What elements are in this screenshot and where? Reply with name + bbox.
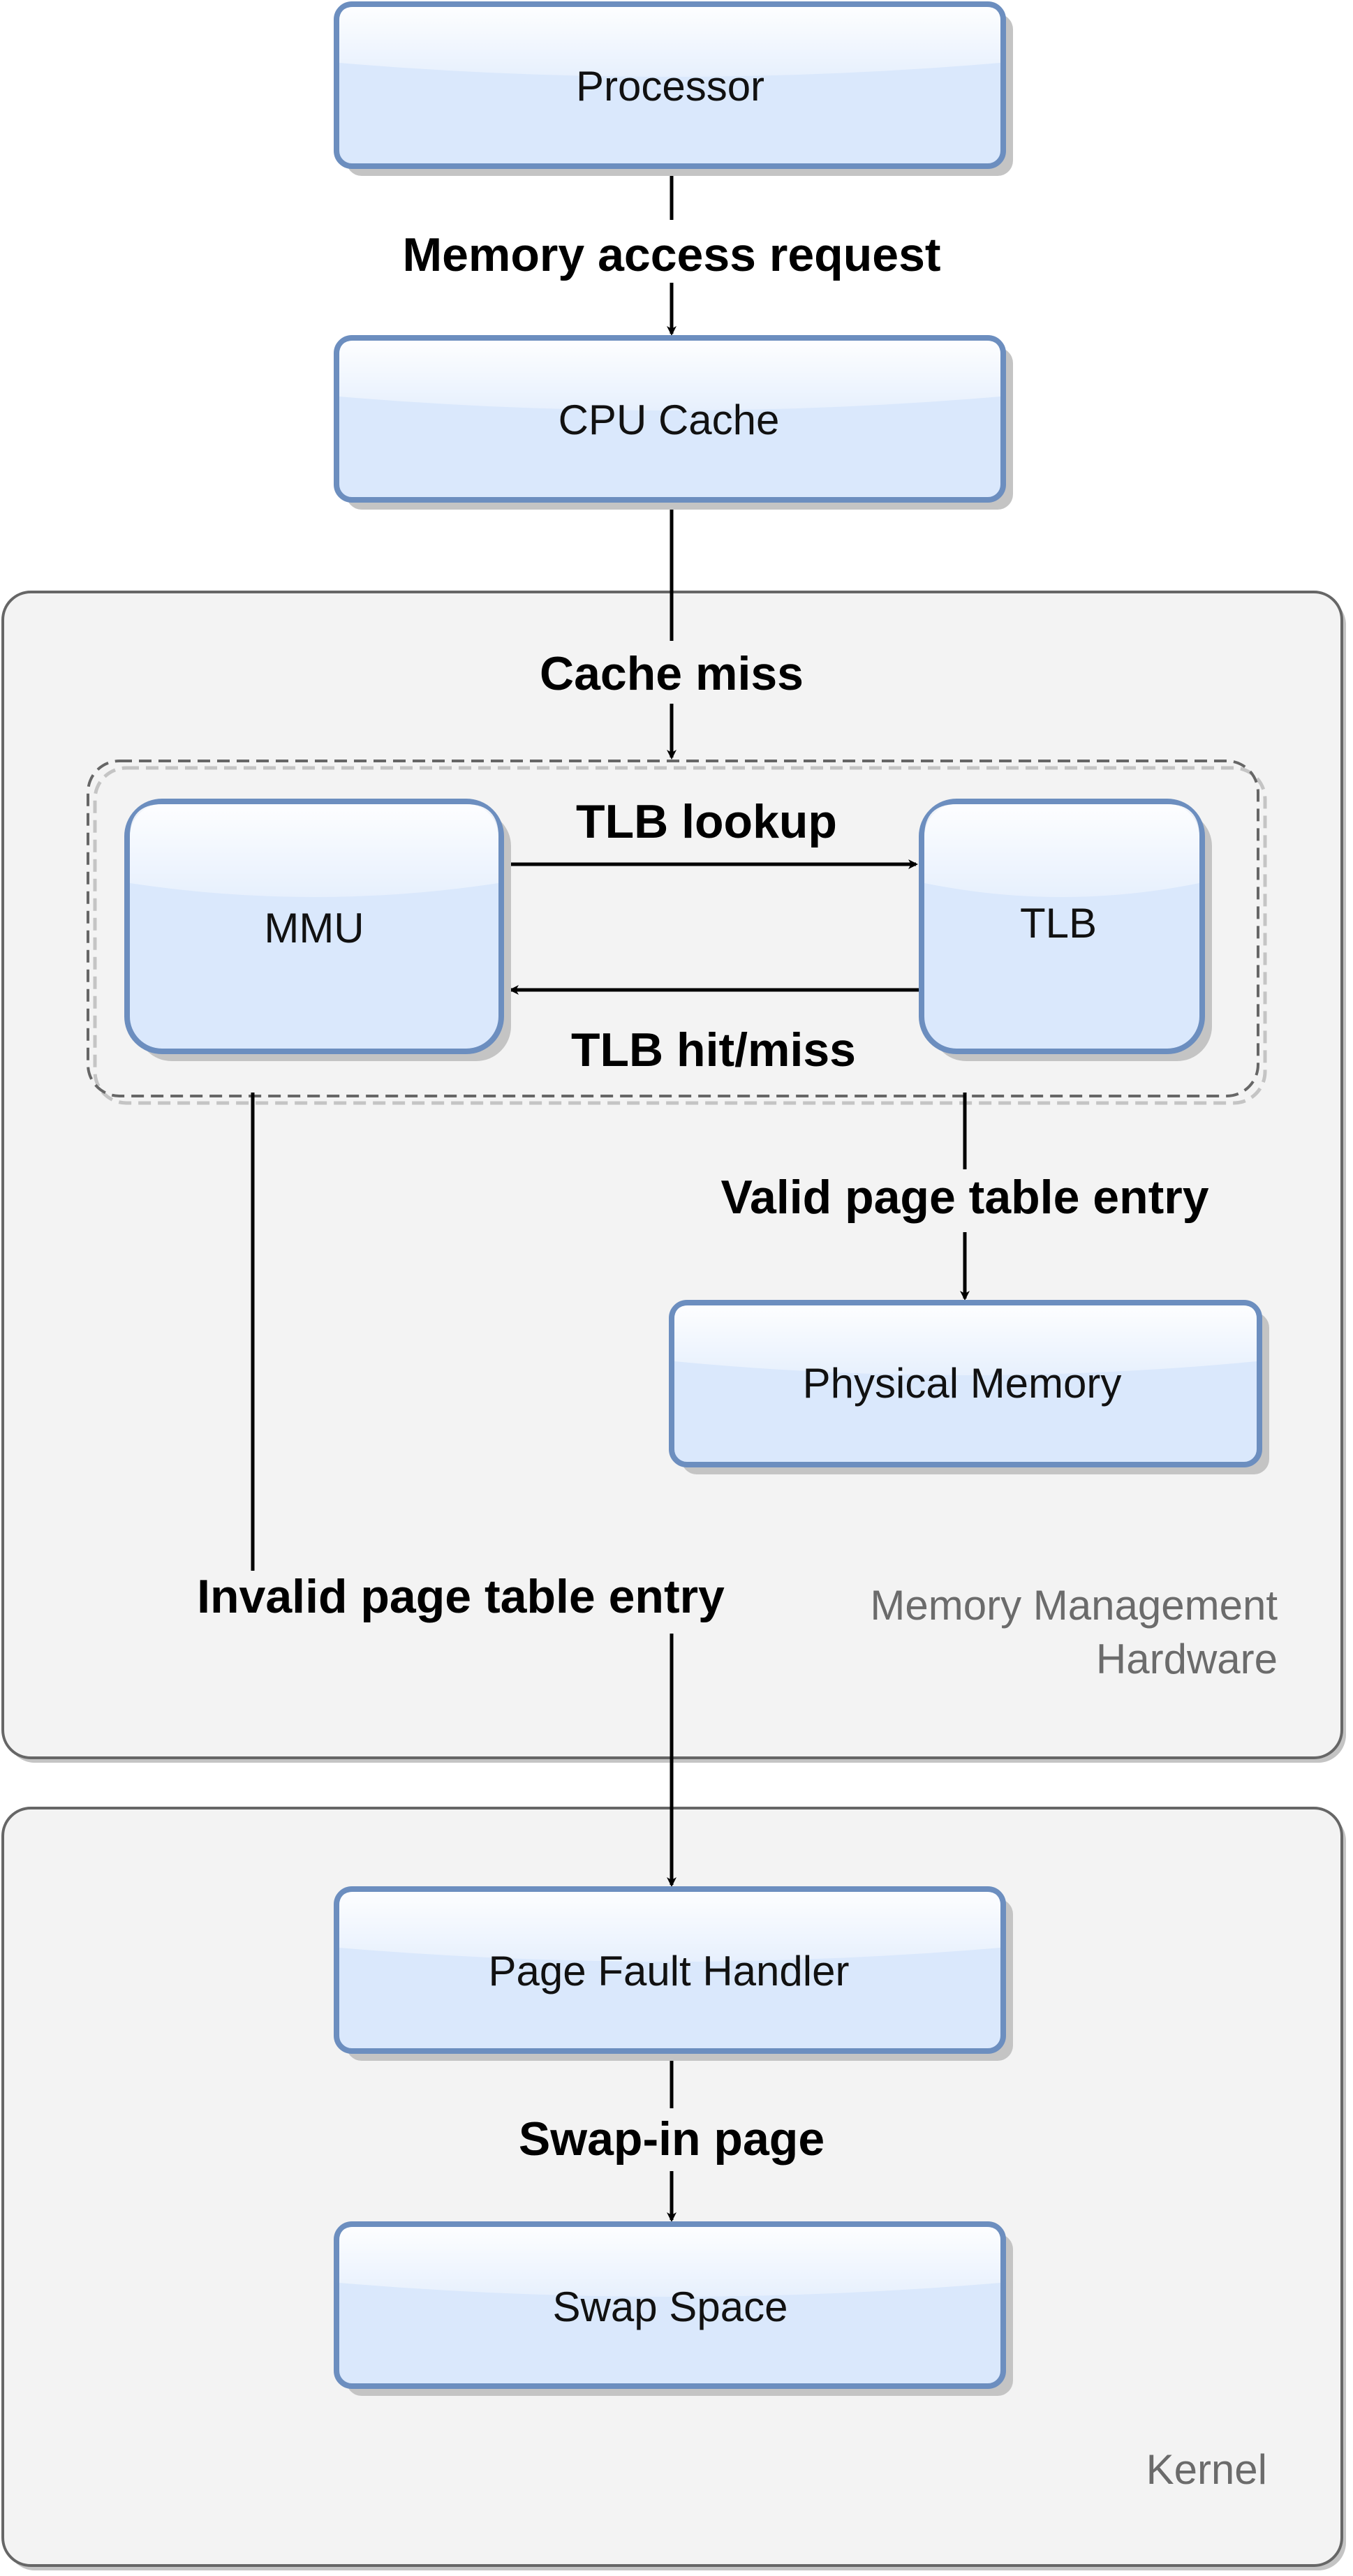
node-page-fault-handler[interactable]: Page Fault Handler: [334, 1886, 1013, 2061]
tlb-label: TLB: [1020, 900, 1097, 947]
cpu-cache-label: CPU Cache: [559, 397, 780, 443]
invalid-page-table-entry-label: Invalid page table entry: [197, 1570, 725, 1623]
mmu-tlb-container: [87, 760, 1267, 1105]
node-tlb[interactable]: TLB: [919, 799, 1212, 1061]
node-processor[interactable]: Processor: [334, 1, 1013, 176]
edge-labels: Memory access request Cache miss TLB loo…: [197, 220, 1236, 2171]
node-physical-memory[interactable]: Physical Memory: [669, 1300, 1269, 1474]
tlb-lookup-label: TLB lookup: [576, 795, 837, 848]
physical-memory-label: Physical Memory: [803, 1360, 1122, 1407]
kernel-label: Kernel: [1146, 2446, 1267, 2493]
memory-management-hardware-label-line1: Memory Management: [870, 1582, 1278, 1629]
mmu-label: MMU: [264, 905, 364, 952]
node-swap-space[interactable]: Swap Space: [334, 2221, 1013, 2396]
memory-access-request-label: Memory access request: [402, 228, 940, 281]
node-cpu-cache[interactable]: CPU Cache: [334, 335, 1013, 510]
node-mmu[interactable]: MMU: [124, 799, 511, 1061]
memory-management-hardware-label-line2: Hardware: [1096, 1636, 1278, 1682]
cache-miss-label: Cache miss: [540, 647, 804, 700]
page-fault-handler-label: Page Fault Handler: [489, 1948, 850, 1994]
processor-label: Processor: [576, 63, 764, 110]
tlb-hit-miss-label: TLB hit/miss: [571, 1023, 856, 1076]
swap-space-label: Swap Space: [553, 2283, 788, 2330]
valid-page-table-entry-label: Valid page table entry: [720, 1171, 1208, 1224]
swap-in-page-label: Swap-in page: [519, 2112, 825, 2166]
